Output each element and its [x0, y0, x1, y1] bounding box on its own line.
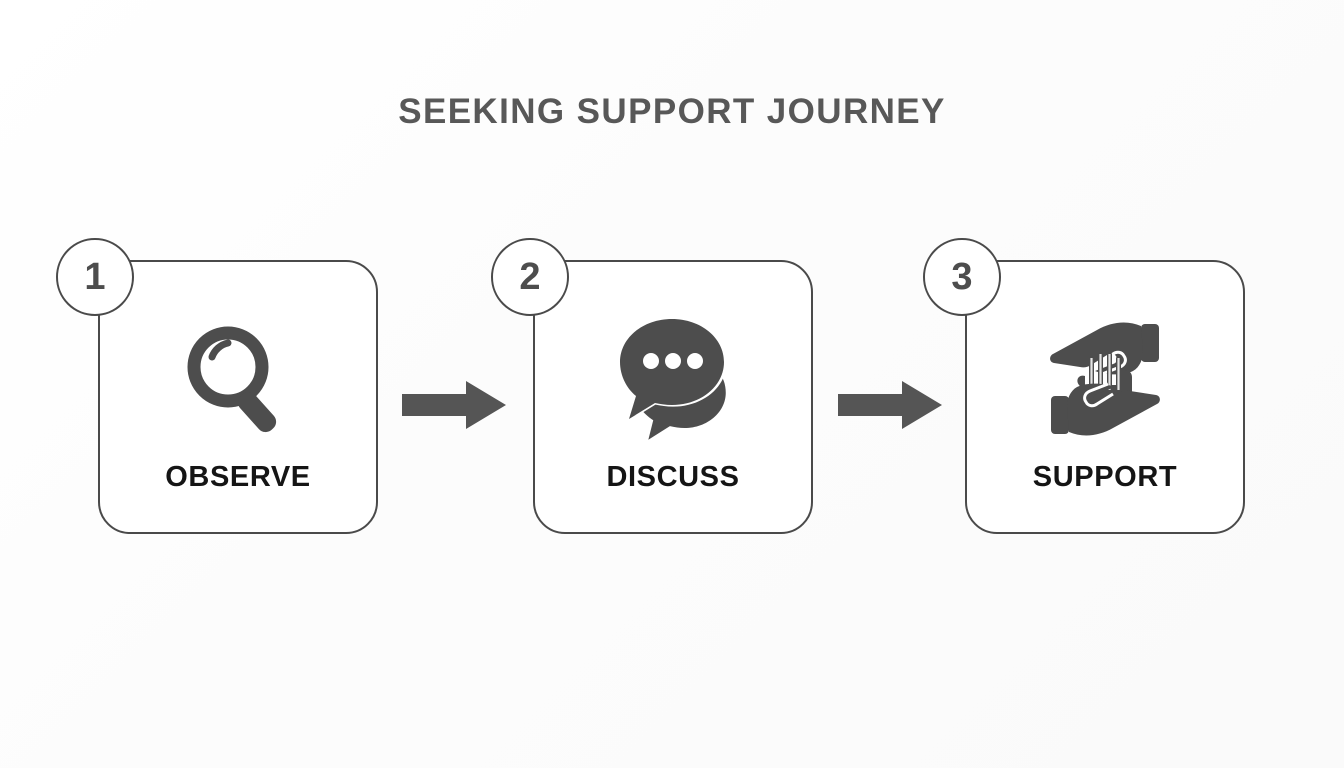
- helping-hands-icon: [967, 314, 1243, 444]
- step-number-badge-2: 2: [491, 238, 569, 316]
- arrow-right-icon-1: [402, 381, 506, 429]
- magnifying-glass-icon: [100, 314, 376, 444]
- step-card-observe[interactable]: 1 OBSERVE: [56, 238, 378, 534]
- step-number-badge-3: 3: [923, 238, 1001, 316]
- arrow-right-icon-2: [838, 381, 942, 429]
- step-label-observe: OBSERVE: [165, 461, 311, 493]
- step-number-badge-1: 1: [56, 238, 134, 316]
- step-card-support[interactable]: 3: [923, 238, 1245, 534]
- step-label-discuss: DISCUSS: [606, 461, 740, 493]
- step-card-discuss[interactable]: 2 DISCUSS: [491, 238, 813, 534]
- step-label-support: SUPPORT: [1032, 461, 1178, 493]
- page-title: SEEKING SUPPORT JOURNEY: [398, 92, 946, 131]
- speech-bubbles-icon: [535, 314, 811, 444]
